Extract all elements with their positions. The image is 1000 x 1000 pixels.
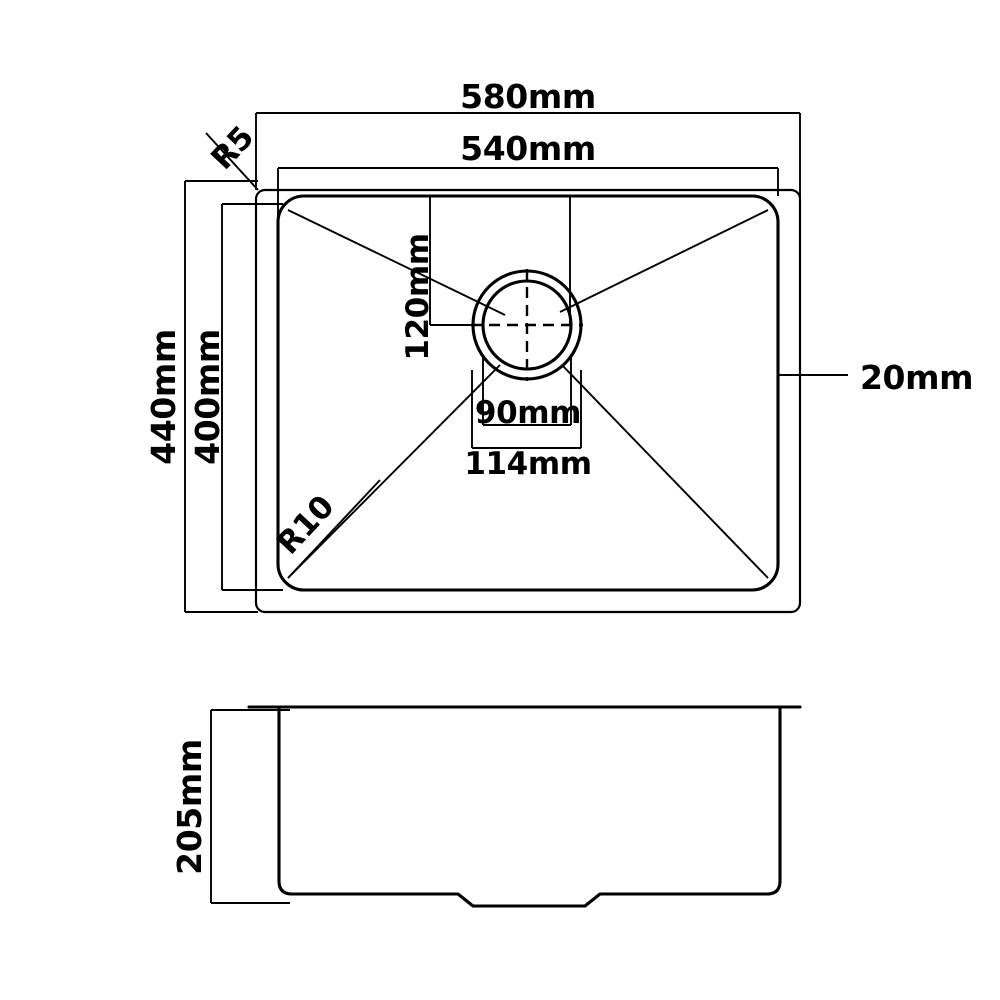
dim-440-geometry (184, 180, 258, 613)
r5-leader-line (205, 132, 259, 191)
label-540mm: 540mm (460, 129, 596, 168)
r10-leader-line (287, 479, 381, 579)
dim-205-geometry (210, 709, 290, 904)
basin-slope-lines (287, 209, 769, 579)
dim-90-geometry (482, 355, 572, 426)
label-90mm: 90mm (475, 395, 581, 431)
side-view: 205mm (170, 705, 802, 908)
label-114mm: 114mm (464, 446, 591, 482)
sink-outer-outline (254, 188, 802, 614)
sink-bowl-outline (276, 194, 780, 592)
label-r10: R10 (270, 489, 341, 562)
label-r5: R5 (204, 120, 261, 177)
dim-540-geometry (277, 167, 779, 230)
label-400mm: 400mm (188, 329, 227, 465)
plan-view: 580mm 540mm 440mm 400mm 120mm 90mm 114mm… (144, 77, 974, 614)
dim-114-geometry (471, 370, 582, 449)
label-205mm: 205mm (170, 739, 209, 875)
side-bowl-profile (277, 707, 782, 908)
label-120mm: 120mm (400, 233, 436, 360)
label-580mm: 580mm (460, 77, 596, 116)
label-20mm: 20mm (860, 358, 973, 397)
dim-400-geometry (221, 203, 283, 591)
dim-120-geometry (429, 195, 571, 326)
label-440mm: 440mm (144, 329, 183, 465)
